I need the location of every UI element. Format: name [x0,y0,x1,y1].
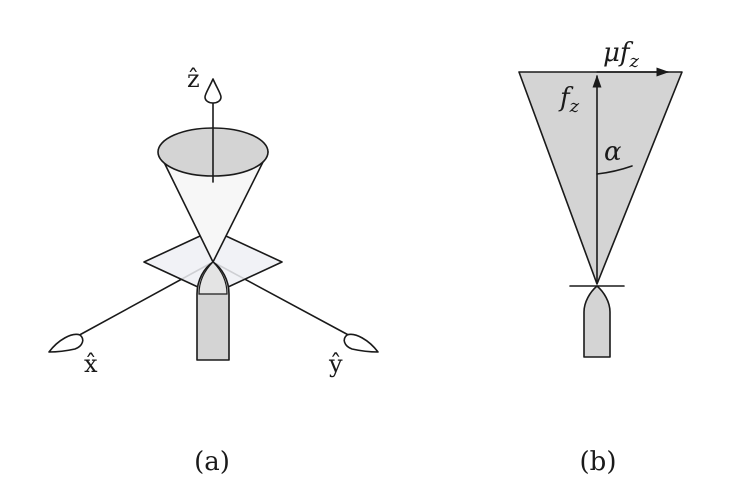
finger-tip-through-plane [198,261,228,295]
z-axis-arrowhead-icon [204,78,222,104]
friction-cone-section [518,71,683,285]
panel-b-caption: (b) [580,447,617,477]
finger-shape-2d [583,285,611,358]
svg-text:μfz: μfz [603,38,640,72]
angle-label: α [604,137,622,167]
x-axis-arrowhead-icon [48,333,84,353]
panel-a-caption: (a) [194,447,230,477]
z-axis-label: ẑ [187,65,200,93]
angle-arc [596,165,633,175]
panel-b-2d-friction-cone: μfz fz α (b) [518,38,683,477]
friction-force-label: μfz [603,38,640,72]
panel-a-3d-friction-cone: ẑ x̂ ŷ (a) [48,65,379,477]
y-axis-label: ŷ [328,350,343,378]
y-axis-arrowhead-icon [343,333,379,353]
x-axis-label: x̂ [84,350,98,378]
